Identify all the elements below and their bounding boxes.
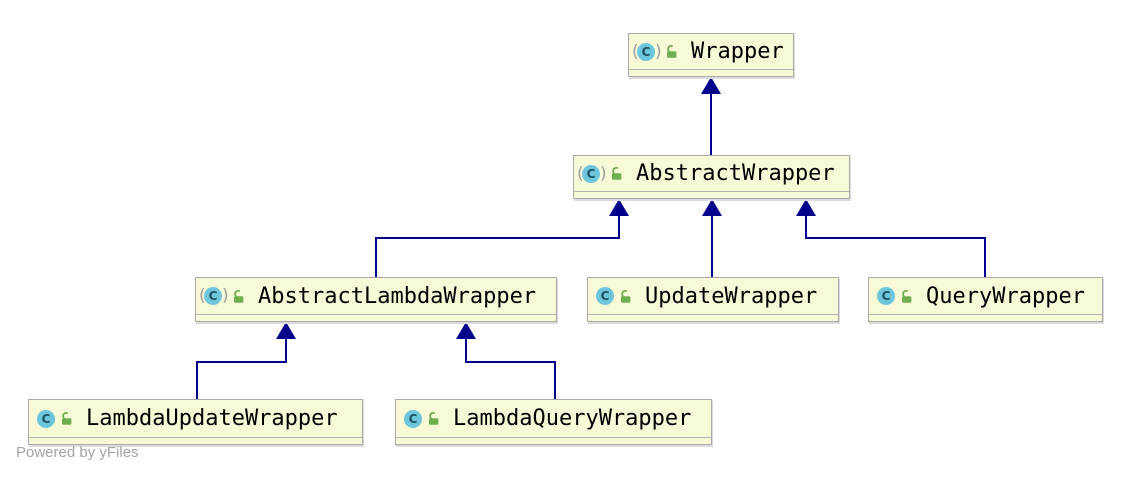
abstract-class-icon: (C) bbox=[199, 286, 229, 306]
members-compartment-collapsed bbox=[574, 192, 849, 198]
class-node-abstract-wrapper[interactable]: (C) AbstractWrapper bbox=[573, 155, 850, 199]
class-name-label: UpdateWrapper bbox=[645, 283, 818, 309]
inheritance-arrowhead bbox=[609, 199, 629, 216]
class-title-compartment: C QueryWrapper bbox=[869, 278, 1102, 315]
class-name-label: AbstractWrapper bbox=[636, 161, 835, 186]
class-name-label: LambdaUpdateWrapper bbox=[86, 406, 338, 431]
abstract-paren-mark: ( bbox=[632, 41, 639, 62]
inheritance-edge-abstract-lambda-wrapper-to-abstract-wrapper[interactable] bbox=[375, 199, 629, 277]
class-name-label: QueryWrapper bbox=[926, 283, 1085, 309]
class-name-label: LambdaQueryWrapper bbox=[453, 406, 692, 431]
public-unlocked-icon bbox=[231, 289, 246, 304]
class-icon: C bbox=[404, 409, 422, 428]
class-title-compartment: (C) AbstractWrapper bbox=[574, 156, 849, 192]
abstract-class-icon: (C) bbox=[577, 163, 607, 184]
public-unlocked-icon bbox=[609, 166, 624, 181]
inheritance-arrowhead bbox=[701, 77, 721, 94]
public-unlocked-icon bbox=[426, 411, 441, 426]
class-letter-badge: C bbox=[582, 164, 600, 183]
public-unlocked-icon bbox=[618, 289, 633, 304]
class-name-label: AbstractLambdaWrapper bbox=[258, 283, 537, 309]
abstract-paren-mark: ) bbox=[600, 163, 607, 184]
abstract-paren-mark: ( bbox=[577, 163, 584, 184]
inheritance-arrowhead bbox=[276, 322, 296, 339]
inheritance-edge-query-wrapper-to-abstract-wrapper[interactable] bbox=[796, 199, 986, 277]
yfiles-watermark: Powered by yFiles bbox=[16, 444, 139, 461]
members-compartment-collapsed bbox=[629, 70, 793, 76]
class-title-compartment: C LambdaQueryWrapper bbox=[396, 400, 711, 438]
abstract-paren-mark: ( bbox=[199, 286, 206, 306]
class-node-query-wrapper[interactable]: C QueryWrapper bbox=[868, 277, 1103, 322]
members-compartment-collapsed bbox=[396, 438, 711, 444]
inheritance-arrowhead bbox=[702, 199, 722, 216]
class-icon: C bbox=[596, 287, 614, 305]
members-compartment-collapsed bbox=[196, 315, 556, 321]
class-letter-badge: C bbox=[596, 287, 614, 305]
class-icon: C bbox=[37, 409, 55, 428]
abstract-paren-mark: ) bbox=[222, 286, 229, 306]
public-unlocked-icon bbox=[59, 411, 74, 426]
inheritance-edge-lambda-update-wrapper-to-abstract-lambda-wrapper[interactable] bbox=[196, 322, 296, 399]
public-unlocked-icon bbox=[899, 289, 914, 304]
inheritance-arrowhead bbox=[796, 199, 816, 216]
class-node-abstract-lambda-wrapper[interactable]: (C) AbstractLambdaWrapper bbox=[195, 277, 557, 322]
class-title-compartment: C UpdateWrapper bbox=[588, 278, 838, 315]
members-compartment-collapsed bbox=[588, 315, 838, 321]
class-letter-badge: C bbox=[37, 409, 55, 428]
class-node-lambda-query-wrapper[interactable]: C LambdaQueryWrapper bbox=[395, 399, 712, 445]
inheritance-edge-update-wrapper-to-abstract-wrapper[interactable] bbox=[702, 199, 722, 277]
class-letter-badge: C bbox=[404, 409, 422, 428]
class-letter-badge: C bbox=[204, 287, 222, 305]
members-compartment-collapsed bbox=[869, 315, 1102, 321]
abstract-class-icon: (C) bbox=[632, 41, 662, 62]
class-title-compartment: C LambdaUpdateWrapper bbox=[29, 400, 362, 438]
class-title-compartment: (C) Wrapper bbox=[629, 34, 793, 70]
class-name-label: Wrapper bbox=[691, 39, 784, 64]
class-letter-badge: C bbox=[637, 42, 655, 61]
class-title-compartment: (C) AbstractLambdaWrapper bbox=[196, 278, 556, 315]
class-icon: C bbox=[877, 287, 895, 305]
inheritance-edge-abstract-wrapper-to-wrapper[interactable] bbox=[701, 77, 721, 155]
class-node-update-wrapper[interactable]: C UpdateWrapper bbox=[587, 277, 839, 322]
class-letter-badge: C bbox=[877, 287, 895, 305]
abstract-paren-mark: ) bbox=[655, 41, 662, 62]
public-unlocked-icon bbox=[664, 44, 679, 59]
class-node-wrapper[interactable]: (C) Wrapper bbox=[628, 33, 794, 77]
inheritance-edge-lambda-query-wrapper-to-abstract-lambda-wrapper[interactable] bbox=[456, 322, 556, 399]
class-node-lambda-update-wrapper[interactable]: C LambdaUpdateWrapper bbox=[28, 399, 363, 445]
inheritance-arrowhead bbox=[456, 322, 476, 339]
